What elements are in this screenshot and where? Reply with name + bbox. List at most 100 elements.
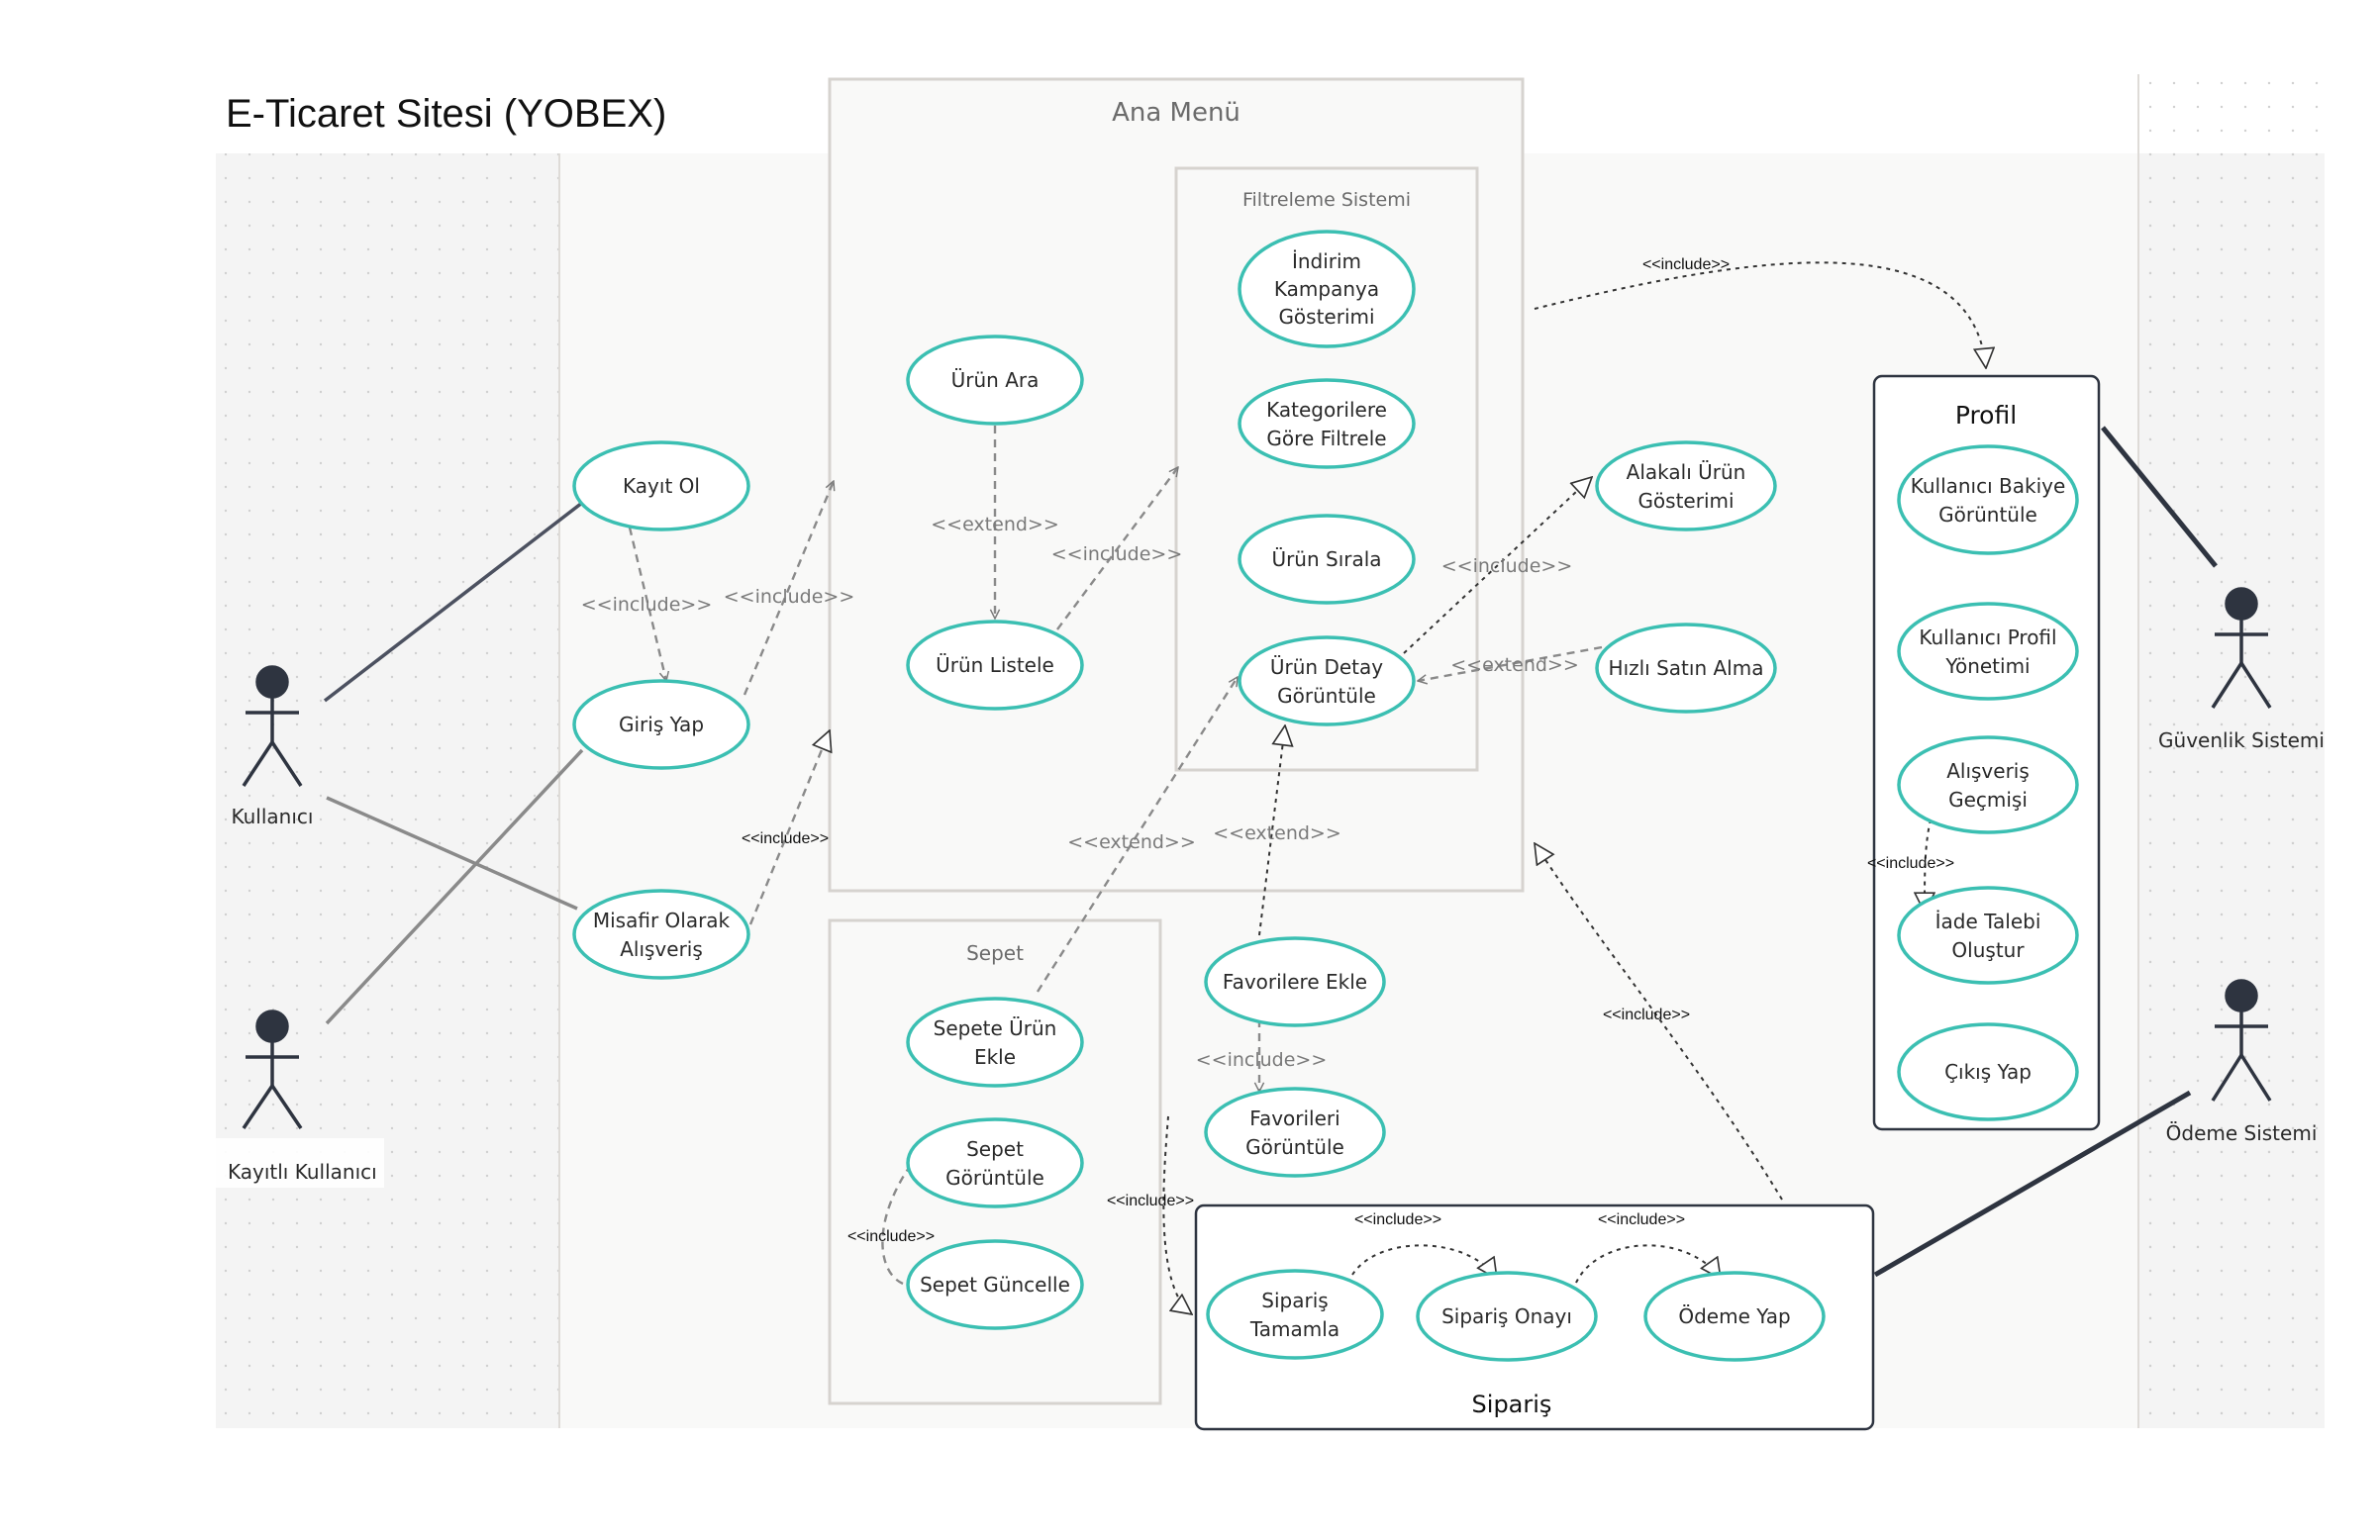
use-case-label: Çıkış Yap bbox=[1944, 1060, 2032, 1084]
actor-odeme-sistemi: Ödeme Sistemi bbox=[2166, 979, 2318, 1145]
use-case-label-line-2: Alışveriş bbox=[620, 937, 703, 961]
box-siparis-label: Sipariş bbox=[1472, 1391, 1552, 1418]
label-include-giris-anamenu: <<include>> bbox=[724, 586, 855, 608]
actor-label: Kullanıcı bbox=[232, 805, 314, 828]
svg-text:Ödeme Yap: Ödeme Yap bbox=[1678, 1304, 1790, 1328]
relation-tamamla-onay bbox=[1347, 1244, 1497, 1284]
use-case-label-line-2: Oluştur bbox=[1951, 938, 2025, 962]
use-case-label-line-2: Kampanya bbox=[1274, 277, 1379, 301]
association-kayitli-giris bbox=[325, 748, 584, 1025]
label-include-favori-goruntule: <<include>> bbox=[1196, 1049, 1328, 1071]
use-case-urun-ara[interactable]: Ürün Ara bbox=[906, 335, 1084, 426]
actor-icon bbox=[242, 665, 303, 787]
use-case-hizli-satin-alma[interactable]: Hızlı Satın Alma bbox=[1595, 623, 1777, 714]
svg-text:Kayıt Ol: Kayıt Ol bbox=[623, 474, 700, 498]
label-include-guncelle-goruntule: <<include>> bbox=[847, 1228, 935, 1245]
relation-siparis-anamenu bbox=[1535, 843, 1783, 1201]
svg-text:Favorilere Ekle: Favorilere Ekle bbox=[1223, 970, 1367, 994]
use-case-label: Sepet Güncelle bbox=[920, 1273, 1070, 1297]
use-case-label-line-1: Kullanıcı Profil bbox=[1919, 626, 2056, 649]
use-case-label-line-2: Görüntüle bbox=[1938, 503, 2037, 527]
use-case-label-line-1: İndirim bbox=[1292, 249, 1361, 273]
use-case-odeme-yap[interactable]: Ödeme Yap bbox=[1643, 1271, 1826, 1362]
actor-label: Kayıtlı Kullanıcı bbox=[228, 1160, 377, 1184]
use-case-label-line-2: Geçmişi bbox=[1948, 788, 2028, 812]
use-case-sepet-guncelle[interactable]: Sepet Güncelle bbox=[906, 1239, 1084, 1330]
association-kullanici-kayit-ol bbox=[323, 501, 584, 703]
use-case-giris-yap[interactable]: Giriş Yap bbox=[572, 679, 750, 770]
label-extend-hizli-detay: <<extend>> bbox=[1450, 654, 1579, 676]
association-guvenlik-profil bbox=[2101, 426, 2218, 568]
relation-kayit-giris bbox=[628, 527, 666, 681]
actor-icon bbox=[2211, 587, 2272, 709]
label-extend-favori-detay: <<extend>> bbox=[1213, 822, 1341, 844]
actor-label: Ödeme Sistemi bbox=[2166, 1121, 2318, 1145]
box-sepet-label: Sepet bbox=[966, 941, 1024, 965]
use-case-siparis-onayi[interactable]: Sipariş Onayı bbox=[1416, 1271, 1598, 1362]
use-case-label-line-1: İade Talebi bbox=[1935, 910, 2041, 933]
association-odeme-siparis bbox=[1873, 1090, 2192, 1278]
use-case-label-line-2: Görüntüle bbox=[1277, 684, 1376, 708]
use-case-label: Ürün Listele bbox=[936, 653, 1054, 677]
actor-label: Güvenlik Sistemi bbox=[2158, 728, 2325, 752]
label-include-siparis-anamenu: <<include>> bbox=[1603, 1007, 1690, 1023]
use-case-favorilere-ekle[interactable]: Favorilere Ekle bbox=[1204, 936, 1386, 1027]
use-case-urun-listele[interactable]: Ürün Listele bbox=[906, 620, 1084, 711]
use-case-label-line-2: Görüntüle bbox=[945, 1166, 1044, 1190]
diagram-title: E-Ticaret Sitesi (YOBEX) bbox=[226, 92, 666, 136]
box-profil-label: Profil bbox=[1955, 401, 2017, 430]
label-include-misafir-anamenu: <<include>> bbox=[742, 830, 829, 847]
label-include-listele-filtre: <<include>> bbox=[1051, 543, 1183, 565]
svg-text:Giriş Yap: Giriş Yap bbox=[619, 713, 704, 736]
label-extend-ara-listele: <<extend>> bbox=[931, 514, 1059, 535]
use-case-label: Giriş Yap bbox=[619, 713, 704, 736]
relations-gray bbox=[628, 426, 1603, 1286]
label-include-kayit-giris: <<include>> bbox=[581, 594, 713, 616]
box-filtreleme-label: Filtreleme Sistemi bbox=[1242, 189, 1411, 211]
svg-text:Ürün Listele: Ürün Listele bbox=[936, 653, 1054, 677]
relation-listele-filtre bbox=[1056, 467, 1178, 630]
use-case-label-line-1: Sepet bbox=[966, 1137, 1024, 1161]
svg-text:Hızlı Satın Alma: Hızlı Satın Alma bbox=[1609, 656, 1764, 680]
use-case-urun-sirala[interactable]: Ürün Sırala bbox=[1238, 514, 1416, 605]
use-case-cikis-yap[interactable]: Çıkış Yap bbox=[1897, 1022, 2079, 1121]
relation-giris-anamenu bbox=[743, 481, 834, 696]
use-case-label-line-3: Gösterimi bbox=[1278, 305, 1374, 329]
relation-sepete-detay bbox=[1036, 677, 1240, 993]
use-case-label-line-1: Alakalı Ürün bbox=[1627, 460, 1746, 484]
label-include-sepet-siparis: <<include>> bbox=[1107, 1193, 1194, 1209]
use-case-kayit-ol[interactable]: Kayıt Ol bbox=[572, 440, 750, 531]
use-case-label: Ödeme Yap bbox=[1678, 1304, 1790, 1328]
use-case-label-line-2: Yönetimi bbox=[1944, 654, 2030, 678]
svg-text:Sipariş Onayı: Sipariş Onayı bbox=[1441, 1304, 1572, 1328]
use-case-label-line-1: Favorileri bbox=[1249, 1107, 1339, 1130]
label-include-gecmis-iade: <<include>> bbox=[1867, 855, 1954, 872]
relation-onay-odeme bbox=[1575, 1244, 1721, 1284]
actor-icon bbox=[242, 1010, 303, 1129]
relation-hizli-detay bbox=[1418, 645, 1603, 681]
relation-labels: <<include>> <<include>> <<extend>> <<inc… bbox=[581, 256, 1954, 1245]
use-case-label-line-2: Göre Filtrele bbox=[1266, 427, 1386, 450]
